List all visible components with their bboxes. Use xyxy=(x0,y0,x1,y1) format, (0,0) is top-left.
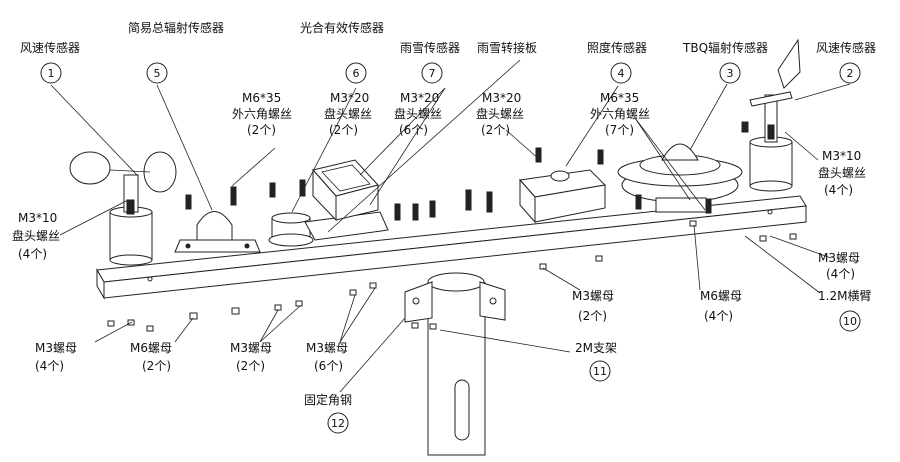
label-rain-snow: 雨雪传感器 xyxy=(400,40,460,55)
label-m3nut-mid: M3螺母 xyxy=(572,289,614,303)
label-m6x35-a: M6*35 xyxy=(242,91,281,105)
label-m3nut-mid-qty: (2个) xyxy=(578,309,607,323)
rain-snow-sensor xyxy=(304,159,389,241)
label-wind-speed-2: 风速传感器 xyxy=(816,40,876,55)
label-m3x20-c-type: 盘头螺丝 xyxy=(476,106,524,121)
label-m3x10-right-qty: (4个) xyxy=(824,183,853,197)
crossarm-1-2m xyxy=(96,195,807,300)
label-bracket: 2M支架 xyxy=(575,341,617,355)
label-simple-radiation-text: 简易总辐射传感器 xyxy=(128,20,224,35)
pole-2m-bracket xyxy=(404,272,506,456)
label-m3x20-a: M3*20 xyxy=(330,91,369,105)
label-m3x20-a-type: 盘头螺丝 xyxy=(324,106,372,121)
label-m3nut-left: M3螺母 xyxy=(35,341,77,355)
label-simple-radiation: 简易总辐射传感器 xyxy=(128,20,224,35)
bolts xyxy=(185,121,749,221)
illuminance-sensor xyxy=(519,169,607,224)
callout-number-12: 12 xyxy=(331,417,345,430)
callout-number-2: 2 xyxy=(847,67,854,80)
label-m6x35-a-type: 外六角螺丝 xyxy=(232,107,292,121)
label-m3x10-right-type: 盘头螺丝 xyxy=(818,165,866,180)
label-crossarm: 1.2M横臂 xyxy=(818,289,871,303)
callout-number-6: 6 xyxy=(353,67,360,80)
label-m3nut-c-qty: (2个) xyxy=(236,359,265,373)
callout-number-3: 3 xyxy=(727,67,734,80)
label-m3x10-left: M3*10 xyxy=(18,211,57,225)
label-m3x20-a-qty: (2个) xyxy=(329,123,358,137)
label-m6nut-left-qty: (2个) xyxy=(142,359,171,373)
callout-number-7: 7 xyxy=(429,67,436,80)
label-rain-snow-board: 雨雪转接板 xyxy=(477,40,537,55)
callout-number-11: 11 xyxy=(593,365,607,378)
label-m3x20-b: M3*20 xyxy=(400,91,439,105)
label-m3x20-c-qty: (2个) xyxy=(481,123,510,137)
label-m6nut-right-qty: (4个) xyxy=(704,309,733,323)
nuts xyxy=(107,220,797,332)
label-angle-steel: 固定角钢 xyxy=(304,392,352,407)
label-m3x20-c: M3*20 xyxy=(482,91,521,105)
label-illuminance: 照度传感器 xyxy=(587,40,647,55)
leader-lines xyxy=(50,59,851,393)
par-sensor xyxy=(268,212,314,247)
callout-number-4: 4 xyxy=(618,67,625,80)
label-m6x35-b-type: 外六角螺丝 xyxy=(590,107,650,121)
label-m3nut-d: M3螺母 xyxy=(306,341,348,355)
label-m3x20-b-qty: (6个) xyxy=(399,123,428,137)
label-m6nut-right: M6螺母 xyxy=(700,289,742,303)
label-m3x10-right: M3*10 xyxy=(822,149,861,163)
label-m6x35-b: M6*35 xyxy=(600,91,639,105)
wind-sensor-right xyxy=(749,38,801,192)
callout-number-5: 5 xyxy=(154,67,161,80)
callout-number-10: 10 xyxy=(843,315,857,328)
callout-labels: 风速传感器 1 简易总辐射传感器 5 光合有效传感器 6 雨雪传感器 7 雨雪转… xyxy=(12,20,876,434)
label-m3nut-right-qty: (4个) xyxy=(826,267,855,281)
label-m6x35-b-qty: (7个) xyxy=(605,123,634,137)
wind-sensor-left xyxy=(69,151,177,266)
label-m3x10-left-type: 盘头螺丝 xyxy=(12,228,60,243)
label-m3nut-left-qty: (4个) xyxy=(35,359,64,373)
callout-number-1: 1 xyxy=(48,67,55,80)
label-m6nut-left: M6螺母 xyxy=(130,341,172,355)
label-m3nut-c: M3螺母 xyxy=(230,341,272,355)
label-tbq: TBQ辐射传感器 xyxy=(682,40,768,55)
label-wind-speed-1: 风速传感器 xyxy=(20,40,80,55)
label-m3nut-right: M3螺母 xyxy=(818,251,860,265)
label-m3nut-d-qty: (6个) xyxy=(314,359,343,373)
label-m6x35-a-qty: (2个) xyxy=(247,123,276,137)
label-m3x10-left-qty: (4个) xyxy=(18,247,47,261)
simple-radiation-sensor xyxy=(174,211,261,253)
label-m3x20-b-type: 盘头螺丝 xyxy=(394,106,442,121)
label-par-sensor: 光合有效传感器 xyxy=(300,20,384,35)
